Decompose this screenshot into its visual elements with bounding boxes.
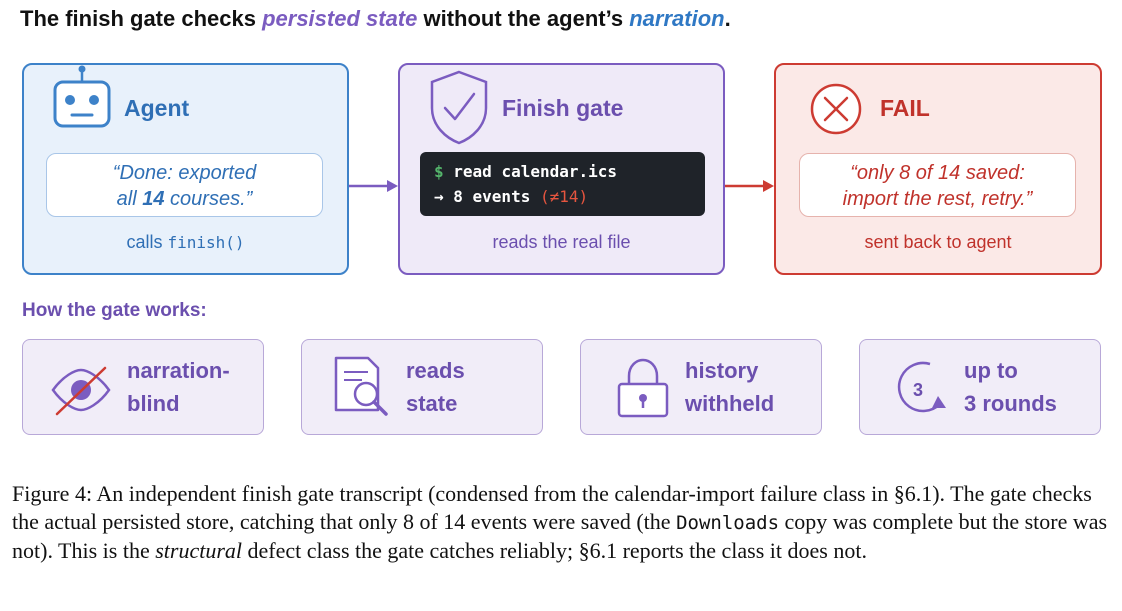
agent-caption: calls finish() [24, 232, 347, 253]
terminal-prompt: $ [434, 162, 444, 181]
lock-icon [617, 358, 669, 418]
title-part2: without the agent’s [417, 6, 630, 31]
fail-x-icon [810, 83, 862, 135]
agent-caption-text: calls [126, 232, 168, 252]
card-label: narration- blind [127, 358, 230, 416]
document-search-icon [334, 356, 388, 416]
agent-quote-line2: all 14 courses.” [116, 188, 253, 210]
terminal-output: → 8 events [434, 187, 540, 206]
agent-quote: “Done: exported all 14 courses.” [46, 153, 323, 217]
terminal-command: read calendar.ics [443, 162, 618, 181]
finish-gate-title: Finish gate [502, 95, 624, 121]
card-up-to-3-rounds: 3 up to 3 rounds [859, 339, 1101, 435]
caption-italic-structural: structural [155, 538, 243, 563]
card-label: up to 3 rounds [964, 358, 1057, 416]
terminal-command-line: $ read calendar.ics [434, 159, 691, 184]
eye-slash-icon [51, 366, 111, 416]
shield-check-icon [430, 70, 488, 145]
card-label: reads state [406, 358, 465, 416]
finish-gate-caption: reads the real file [492, 232, 631, 252]
agent-caption-code: finish() [167, 233, 245, 252]
card-reads-state: reads state [301, 339, 543, 435]
fail-quote-line1: “only 8 of 14 saved: [850, 162, 1025, 184]
title-part1: The finish gate checks [20, 6, 263, 31]
fail-caption: sent back to agent [864, 232, 1012, 252]
title-emphasis-persisted-state: persisted state [262, 6, 418, 31]
terminal-output-line: → 8 events (≠14) [434, 184, 691, 209]
figure-caption: Figure 4: An independent finish gate tra… [12, 481, 1108, 563]
fail-quote-line2: import the rest, retry.” [842, 188, 1033, 210]
arrow-agent-to-gate [349, 180, 398, 192]
robot-icon [53, 65, 111, 128]
retry-3-icon: 3 [897, 361, 946, 413]
card-label: history withheld [685, 358, 775, 416]
how-gate-works-label: How the gate works: [22, 300, 207, 321]
retry-count-text: 3 [913, 380, 923, 400]
terminal-mismatch: (≠14) [539, 187, 589, 206]
title-part3: . [724, 6, 731, 31]
caption-code-downloads: Downloads [676, 512, 780, 534]
agent-quote-count: 14 [142, 188, 165, 210]
arrow-gate-to-fail [725, 180, 774, 192]
card-narration-blind: narration- blind [22, 339, 264, 435]
fail-quote: “only 8 of 14 saved: import the rest, re… [799, 153, 1076, 217]
agent-title: Agent [124, 95, 190, 121]
fail-title: FAIL [880, 95, 930, 121]
figure-title: The finish gate checks persisted state w… [20, 6, 731, 32]
agent-quote-line1: “Done: exported [112, 162, 257, 184]
title-emphasis-narration: narration [629, 6, 725, 31]
card-history-withheld: history withheld [580, 339, 822, 435]
terminal-block: $ read calendar.ics → 8 events (≠14) [420, 152, 705, 216]
